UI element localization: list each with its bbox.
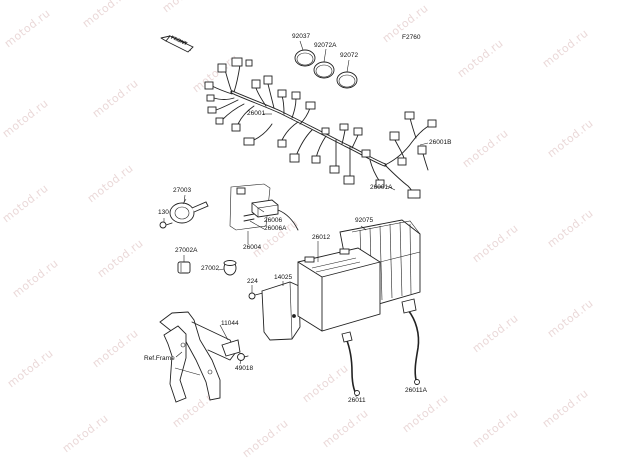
label-26011a: 26011A <box>405 387 427 394</box>
band-92072a <box>313 61 335 79</box>
label-27002: 27002 <box>201 265 220 272</box>
cover-14025 <box>261 281 301 341</box>
relay-box-26004 <box>229 183 271 231</box>
label-92072a: 92072A <box>314 42 337 49</box>
label-92037: 92037 <box>292 33 311 40</box>
leader-lines <box>163 113 429 397</box>
label-26004: 26004 <box>243 244 262 251</box>
label-14025: 14025 <box>274 274 293 281</box>
band-92072 <box>336 71 358 89</box>
figure-code: F2760 <box>402 34 421 41</box>
front-arrow-icon <box>160 35 194 53</box>
bolt-224 <box>248 292 264 300</box>
sub-harness-26001b <box>384 111 437 171</box>
label-26012: 26012 <box>312 234 331 241</box>
band-92037 <box>294 49 316 67</box>
wiring-harness-26001 <box>204 57 387 185</box>
label-224: 224 <box>247 278 258 285</box>
clip-49018 <box>237 353 249 361</box>
label-26001a: 26001A <box>370 184 393 191</box>
label-11044: 11044 <box>221 320 239 327</box>
label-26006: 26006 <box>264 217 283 224</box>
bracket-11044 <box>221 339 241 357</box>
part-27002 <box>223 260 237 276</box>
sub-harness-26001a <box>361 149 421 199</box>
bolt-130 <box>159 221 173 229</box>
horn-27003 <box>169 198 209 224</box>
label-26006a: 26006A <box>264 225 287 232</box>
battery-26012 <box>297 247 381 332</box>
cable-26011 <box>341 331 360 396</box>
label-130: 130 <box>158 209 169 216</box>
label-92072: 92072 <box>340 52 359 59</box>
label-27003: 27003 <box>173 187 192 194</box>
label-ref-frame: Ref.Frame <box>144 355 175 362</box>
label-27002a: 27002A <box>175 247 198 254</box>
label-49018: 49018 <box>235 365 254 372</box>
label-26001: 26001 <box>247 110 266 117</box>
frame-section <box>159 311 237 403</box>
label-26011: 26011 <box>348 397 366 404</box>
label-92075: 92075 <box>355 217 374 224</box>
cable-26011a <box>401 298 420 385</box>
part-27002a <box>177 261 191 274</box>
label-26001b: 26001B <box>429 139 452 146</box>
